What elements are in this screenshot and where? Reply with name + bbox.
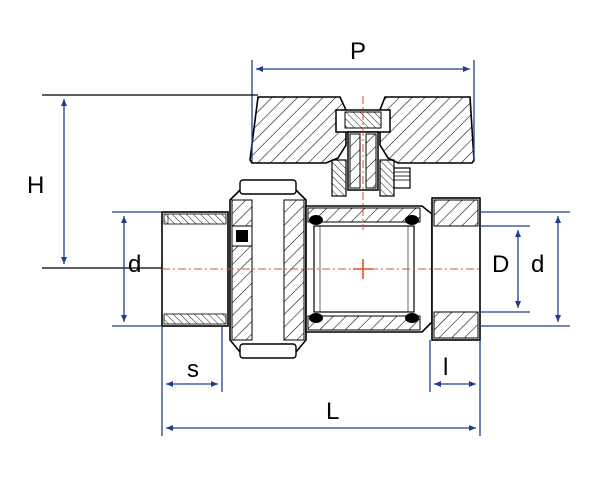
dimension-label-h: H [27,172,45,199]
valve-body [161,179,481,359]
dimension-label-p: P [350,38,367,65]
centerlines [162,96,480,270]
center-cross [353,259,373,279]
dimension-label-D-inner: D [492,251,510,278]
dimension-label-L: L [326,398,340,425]
dimension-label-d-right: d [531,251,545,278]
dimension-label-l: l [443,354,449,381]
dimension-label-d-left: d [128,251,142,278]
dimension-label-s: s [187,356,199,383]
butterfly-handle [249,96,475,164]
dimension-lines [42,60,570,436]
